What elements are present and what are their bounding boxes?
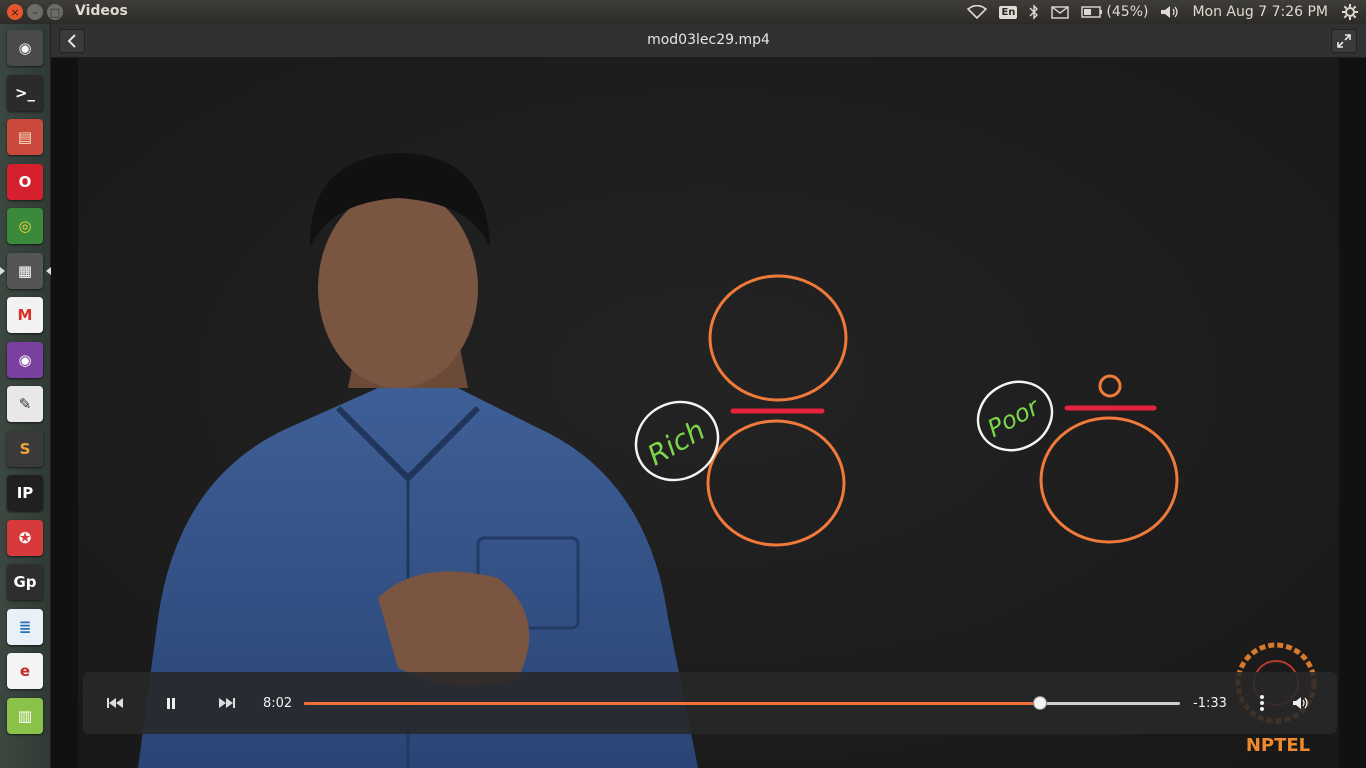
chevron-left-icon bbox=[67, 34, 76, 48]
time-elapsed: 8:02 bbox=[263, 696, 293, 711]
video-area[interactable]: Rich Poor NPTEL bbox=[51, 58, 1366, 768]
window-minimize-button[interactable]: – bbox=[27, 4, 43, 20]
app-title: Videos bbox=[75, 3, 128, 19]
fullscreen-button[interactable] bbox=[1331, 29, 1357, 53]
datetime-indicator[interactable]: Mon Aug 7 7:26 PM bbox=[1192, 4, 1328, 20]
launcher-writer-icon[interactable]: ≣ bbox=[7, 608, 43, 645]
pause-button[interactable] bbox=[157, 690, 185, 716]
wifi-icon[interactable] bbox=[967, 5, 988, 19]
bluetooth-icon[interactable] bbox=[1029, 4, 1039, 20]
battery-indicator[interactable]: (45%) bbox=[1081, 4, 1148, 20]
top-panel: × – □ Videos En (45%) Mon Aug 7 7:26 PM bbox=[0, 0, 1366, 24]
launcher: ◉ >_ ▤ O ◎ ▦ M ◉ ✎ S IP ✪ Gp ≣ e ▥ bbox=[0, 24, 51, 768]
launcher-chrome-icon[interactable]: ◎ bbox=[7, 208, 43, 244]
panel-indicators: En (45%) Mon Aug 7 7:26 PM bbox=[955, 0, 1366, 24]
volume-icon[interactable] bbox=[1160, 5, 1180, 19]
more-vertical-icon bbox=[1260, 695, 1264, 711]
nptel-watermark: NPTEL bbox=[1246, 735, 1310, 756]
launcher-gp-app-icon[interactable]: Gp bbox=[7, 564, 43, 600]
seek-handle[interactable] bbox=[1032, 696, 1047, 710]
volume-icon bbox=[1293, 697, 1308, 709]
next-button[interactable] bbox=[213, 690, 241, 716]
pause-icon bbox=[167, 697, 175, 709]
window-maximize-button[interactable]: □ bbox=[47, 4, 63, 20]
system-gear-icon[interactable] bbox=[1342, 4, 1358, 20]
skip-back-icon bbox=[107, 698, 123, 708]
header-bar: mod03lec29.mp4 bbox=[51, 24, 1366, 58]
launcher-network-tool-icon[interactable]: ✪ bbox=[7, 519, 43, 556]
video-content: Rich Poor NPTEL bbox=[78, 58, 1339, 768]
window-close-button[interactable]: × bbox=[7, 4, 23, 20]
launcher-emacs-icon[interactable]: e bbox=[7, 653, 43, 689]
battery-percentage: (45%) bbox=[1106, 4, 1149, 20]
mail-icon[interactable] bbox=[1051, 5, 1070, 19]
launcher-gmail-icon[interactable]: M bbox=[7, 297, 43, 333]
more-options-button[interactable] bbox=[1248, 690, 1276, 716]
launcher-files-icon[interactable]: ▤ bbox=[7, 119, 43, 155]
launcher-sublime-icon[interactable]: S bbox=[7, 430, 43, 467]
player-controls: 8:02 -1:33 bbox=[83, 672, 1337, 734]
volume-button[interactable] bbox=[1287, 690, 1315, 716]
video-frame[interactable]: Rich Poor NPTEL bbox=[78, 58, 1339, 768]
seek-bar[interactable] bbox=[304, 696, 1180, 710]
video-file-title: mod03lec29.mp4 bbox=[647, 32, 770, 48]
skip-forward-icon bbox=[219, 698, 235, 708]
launcher-ubuntu-dash-icon[interactable]: ◉ bbox=[7, 30, 43, 66]
fullscreen-icon bbox=[1337, 34, 1351, 48]
launcher-office-stack-icon[interactable]: ▥ bbox=[7, 697, 43, 734]
time-remaining: -1:33 bbox=[1193, 696, 1227, 711]
battery-icon bbox=[1081, 6, 1103, 18]
back-button[interactable] bbox=[59, 29, 85, 53]
launcher-terminal-icon[interactable]: >_ bbox=[7, 74, 43, 111]
launcher-videos-icon[interactable]: ▦ bbox=[0, 252, 51, 289]
launcher-webcam-icon[interactable]: ◉ bbox=[7, 341, 43, 378]
launcher-ipython-icon[interactable]: IP bbox=[7, 475, 43, 511]
launcher-opera-icon[interactable]: O bbox=[7, 163, 43, 200]
launcher-text-editor-icon[interactable]: ✎ bbox=[7, 386, 43, 422]
keyboard-layout-indicator[interactable]: En bbox=[999, 5, 1018, 19]
seek-progress bbox=[304, 702, 1040, 705]
previous-button[interactable] bbox=[101, 690, 129, 716]
